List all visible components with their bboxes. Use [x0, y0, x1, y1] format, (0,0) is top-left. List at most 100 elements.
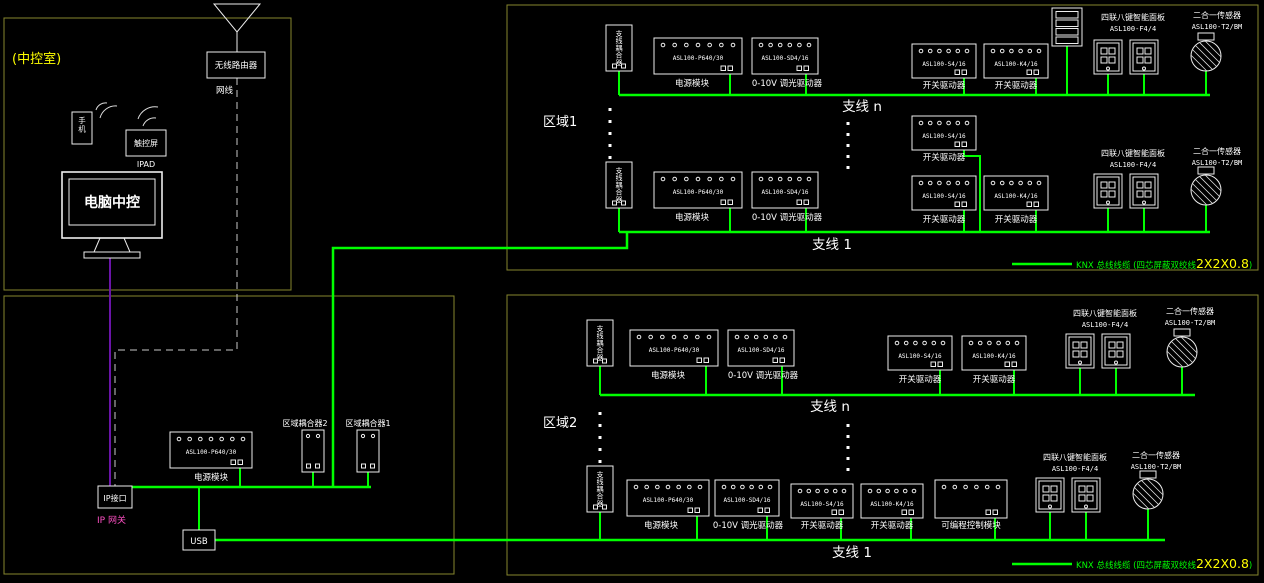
svg-text:支线耦合器: 支线耦合器: [616, 29, 623, 67]
driver-module: ASL100-SD4/16: [727, 329, 795, 395]
svg-text:ASL100-P640/30: ASL100-P640/30: [673, 55, 724, 62]
wifi-arc-icon: [95, 102, 108, 111]
zone1-feed-bus: [331, 232, 629, 487]
svg-text:ASL100-P640/30: ASL100-P640/30: [643, 497, 694, 504]
device-label: 开关驱动器: [973, 374, 1016, 385]
wifi-arc-icon: [142, 117, 157, 127]
svg-text:支线耦合器: 支线耦合器: [597, 470, 604, 508]
device-label: 0-10V 调光驱动器: [752, 212, 823, 223]
control-room-frame: [3, 17, 292, 291]
wifi-arc-icon: [137, 106, 159, 120]
device-label: 区域耦合器2: [282, 418, 327, 428]
ip-gateway-label: IP 网关: [97, 514, 126, 526]
device-label: 二合一传感器: [1166, 306, 1214, 316]
smart-panel: [1129, 173, 1159, 232]
driver-module: ASL100-S4/16: [911, 43, 977, 95]
smart-panel: [1035, 477, 1065, 540]
power-supply-module: ASL100-P640/30: [169, 431, 253, 487]
device-label: 手机: [78, 115, 86, 134]
zone1-branch-1-label: 支线 1: [812, 237, 852, 253]
device-label: ASL100-F4/4: [1110, 161, 1156, 169]
wifi-arc-icon: [99, 105, 118, 119]
power-supply-module: ASL100-P640/30: [653, 171, 743, 232]
usb-label: USB: [190, 537, 208, 547]
panel-devices: [97, 485, 216, 551]
smart-panel: [1101, 333, 1131, 395]
svg-text:ASL100-P640/30: ASL100-P640/30: [673, 189, 724, 196]
zone2-frame: [506, 294, 1259, 576]
pc-label: 电脑中控: [84, 194, 140, 211]
svg-text:ASL100-SD4/16: ASL100-SD4/16: [738, 347, 785, 354]
driver-module: ASL100-SD4/16: [714, 479, 780, 540]
zone2-branch-1-label: 支线 1: [832, 545, 872, 561]
device-label: 四联八键智能面板: [1101, 12, 1165, 22]
device-label: ASL100-T2/BM: [1165, 319, 1216, 327]
monitor-base: [83, 251, 141, 259]
svg-text:ASL100-SD4/16: ASL100-SD4/16: [724, 497, 771, 504]
power-supply-module: ASL100-P640/30: [653, 37, 743, 95]
device-label: 开关驱动器: [995, 80, 1038, 91]
device-label: 开关驱动器: [923, 152, 966, 163]
svg-text:ASL100-K4/16: ASL100-K4/16: [994, 193, 1038, 200]
knx-legend-zone2: KNX 总线线缆 (四芯屏蔽双绞线2X2X0.8): [1076, 556, 1252, 571]
ip-box-label: IP接口: [103, 493, 126, 503]
device-label: 开关驱动器: [923, 214, 966, 225]
usb-box: [182, 529, 216, 551]
two-in-one-sensor: [1190, 32, 1222, 95]
static-labels: (中控室) 无线路由器 网线 触控屏 IPAD 电脑中控 IP接口 IP 网关 …: [12, 51, 1252, 571]
svg-text:支线耦合器: 支线耦合器: [597, 324, 604, 362]
device-label: 二合一传感器: [1132, 450, 1180, 460]
continuation-dots: [846, 424, 850, 471]
driver-module: ASL100-K4/16: [983, 175, 1049, 232]
svg-text:支线耦合器: 支线耦合器: [616, 166, 623, 204]
branch-coupler: 支线耦合器: [605, 24, 633, 95]
device-label: 开关驱动器: [801, 520, 844, 531]
ip-interface-box: [97, 485, 133, 509]
equipment-panel-frame: [3, 295, 455, 575]
zone1-name: 区域1: [543, 115, 577, 130]
continuation-dots: [846, 122, 850, 169]
driver-module: ASL100-K4/16: [961, 335, 1027, 395]
zone2-branch-n-label: 支线 n: [810, 399, 850, 415]
svg-text:ASL100-S4/16: ASL100-S4/16: [800, 501, 844, 508]
device-label: ASL100-F4/4: [1082, 321, 1128, 329]
two-in-one-sensor: [1166, 328, 1198, 395]
smart-panel: [1093, 173, 1123, 232]
svg-text:ASL100-S4/16: ASL100-S4/16: [898, 353, 942, 360]
device-label: 电源模块: [651, 370, 686, 381]
zone1-branch-n-label: 支线 n: [842, 99, 882, 115]
monitor-outer: [61, 171, 163, 239]
smart-panel: [1065, 333, 1095, 395]
device-label: 开关驱动器: [923, 80, 966, 91]
cable-label: 网线: [216, 85, 234, 96]
device-label: 电源模块: [644, 520, 679, 531]
svg-text:ASL100-S4/16: ASL100-S4/16: [922, 133, 966, 140]
driver-module: ASL100-SD4/16: [751, 37, 819, 95]
device-label: 开关驱动器: [899, 374, 942, 385]
device-label: 四联八键智能面板: [1101, 148, 1165, 158]
device-label: ASL100-F4/4: [1110, 25, 1156, 33]
smart-panel: [1129, 39, 1159, 95]
device-label: ASL100-T2/BM: [1131, 463, 1182, 471]
cables: [109, 78, 1210, 566]
svg-text:ASL100-P640/30: ASL100-P640/30: [186, 449, 237, 456]
device-label: 电源模块: [194, 472, 229, 483]
phone-icon: [71, 111, 93, 145]
zone1-frame: [506, 4, 1259, 271]
device-label: 四联八键智能面板: [1043, 452, 1107, 462]
driver-module: ASL100-K4/16: [983, 43, 1049, 95]
control-room-devices: [61, 3, 266, 259]
continuation-dots: [598, 412, 602, 463]
monitor-stand: [123, 237, 131, 253]
driver-module: ASL100-S4/16: [911, 175, 977, 232]
smart-panel: [1071, 477, 1101, 540]
device-label: 二合一传感器: [1193, 146, 1241, 156]
knx-legend-zone1: KNX 总线线缆 (四芯屏蔽双绞线2X2X0.8): [1076, 256, 1252, 271]
device-label: 四联八键智能面板: [1073, 308, 1137, 318]
device-label: ASL100-F4/4: [1052, 465, 1098, 473]
driver-module: ASL100-K4/16: [860, 483, 924, 540]
device-label: 电源模块: [675, 78, 710, 89]
branch-coupler: 支线耦合器: [586, 465, 614, 540]
